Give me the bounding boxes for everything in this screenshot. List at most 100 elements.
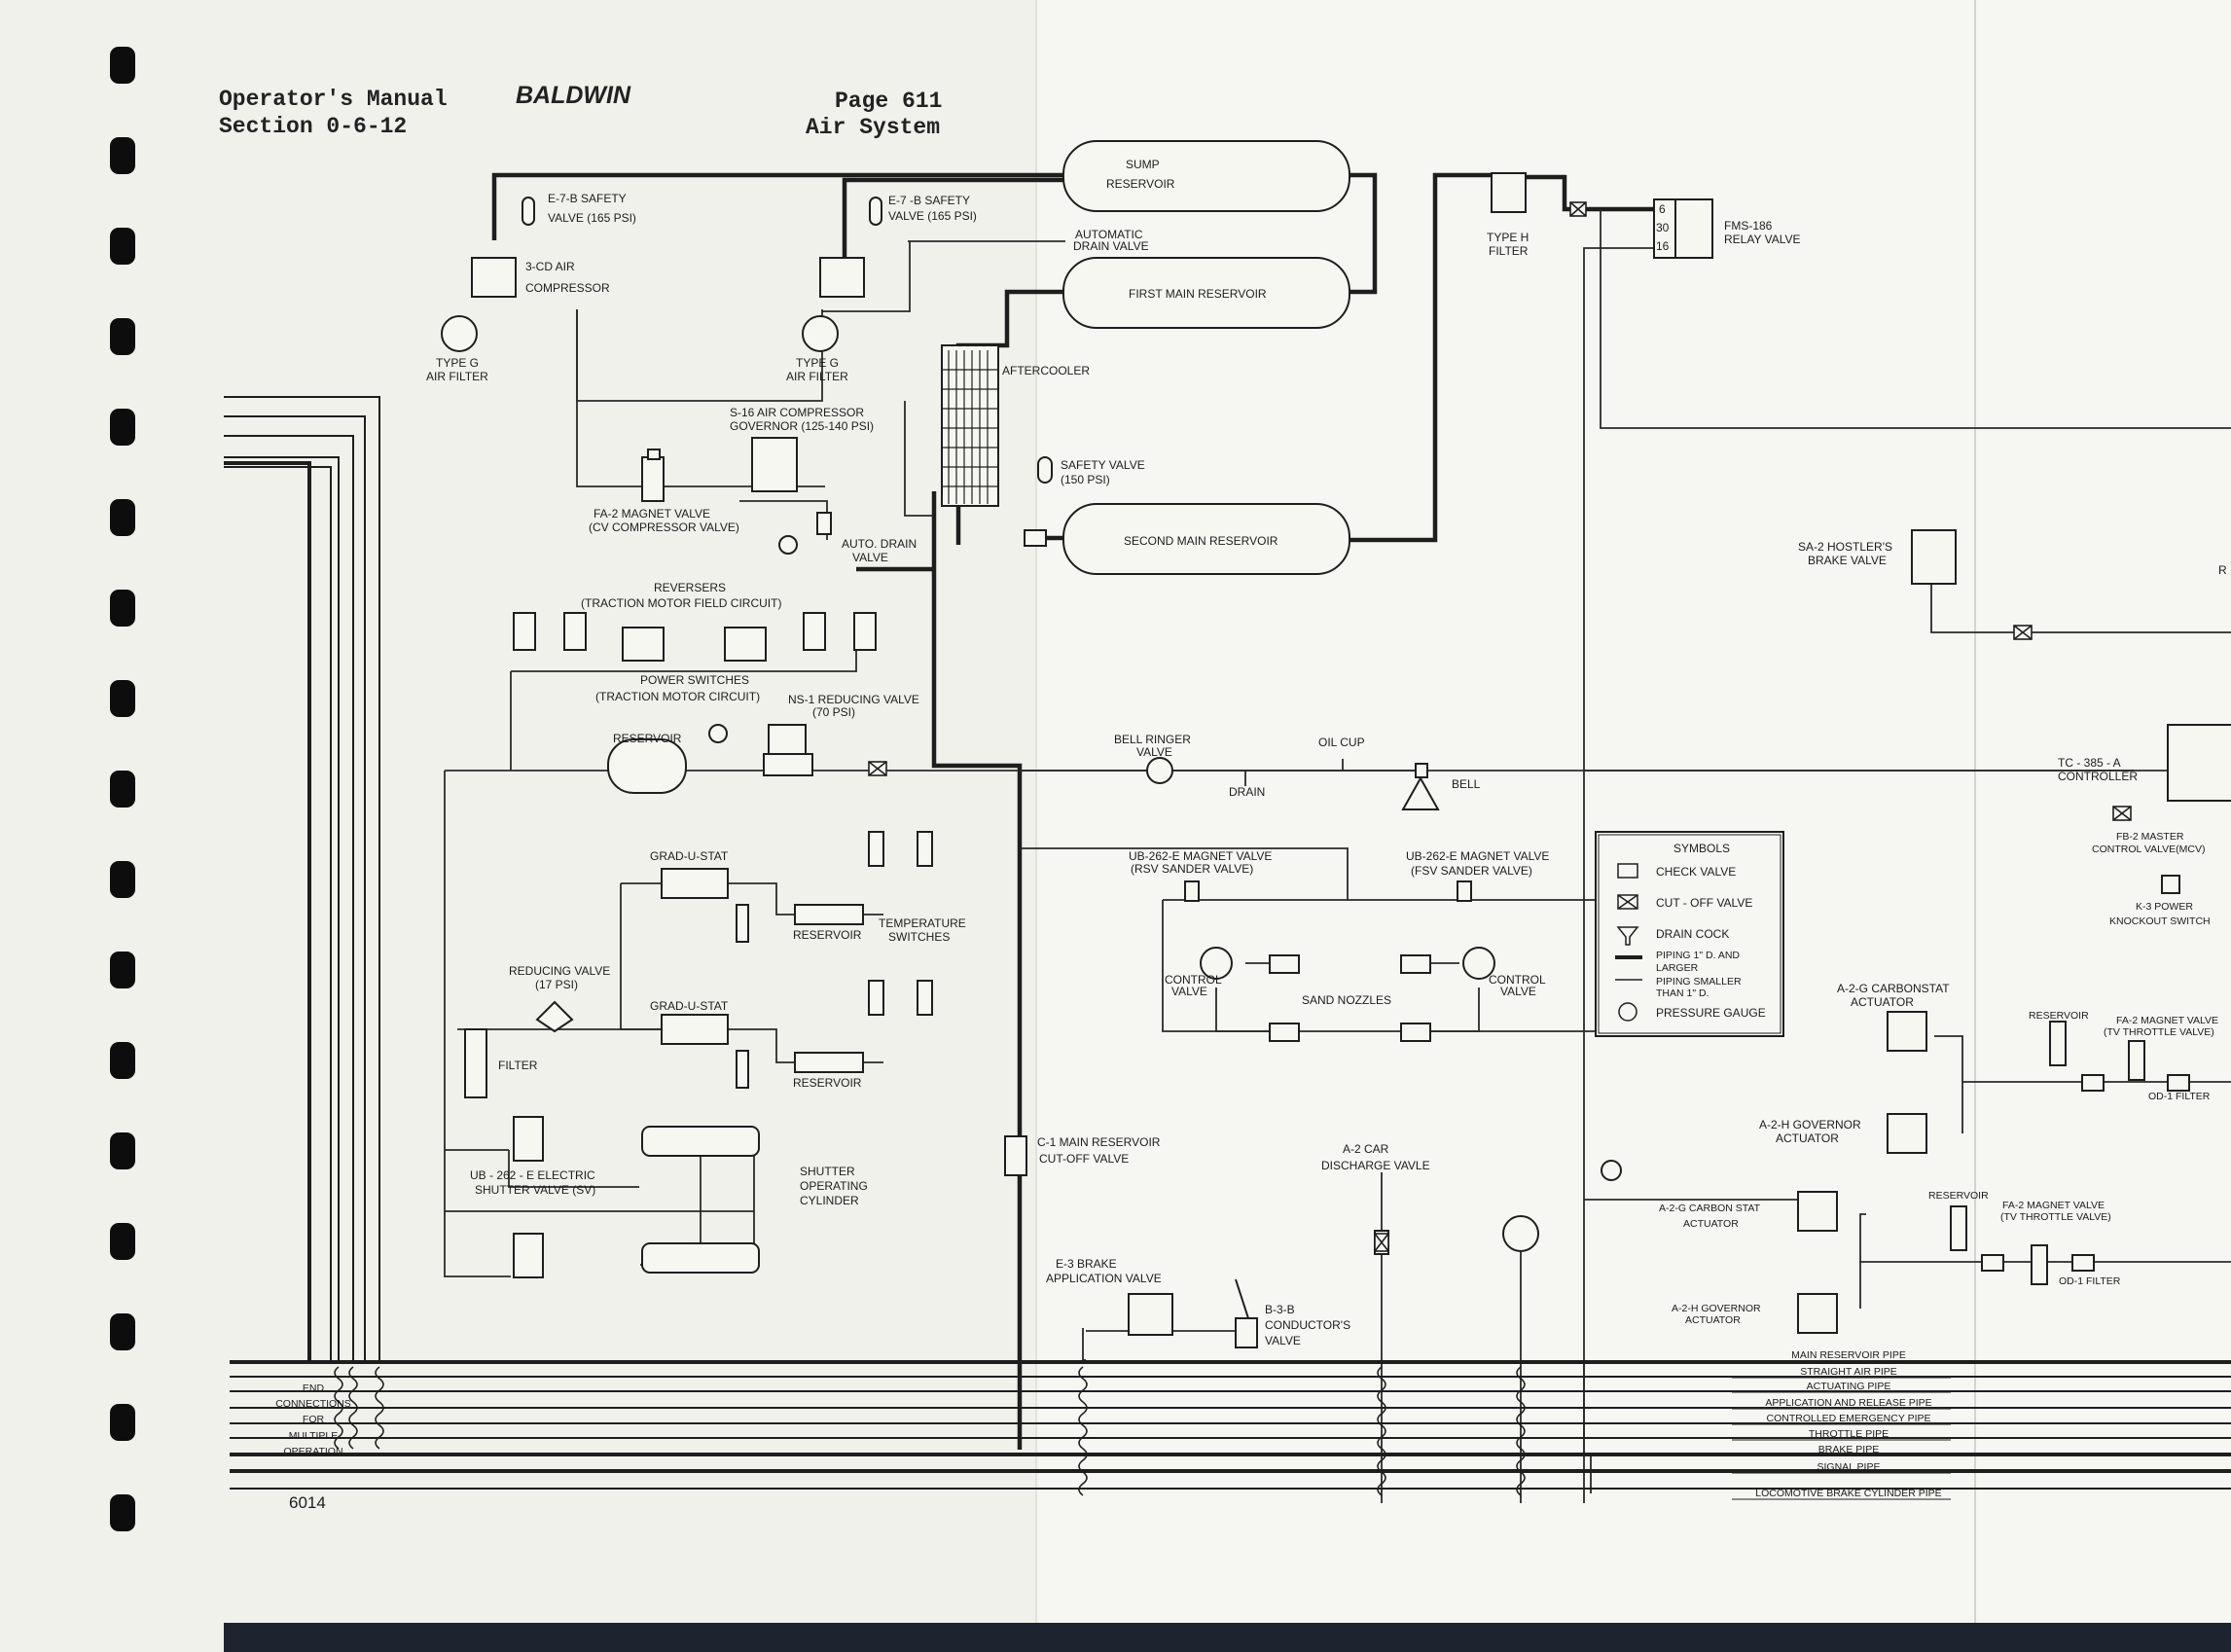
hose-squiggles: [334, 1366, 1526, 1496]
end-connection-word: CONNECTIONS: [275, 1398, 351, 1410]
label-ub262-rsv-1: UB-262-E MAGNET VALVE: [1129, 849, 1272, 863]
label-fb2-1: FB-2 MASTER: [2116, 831, 2184, 843]
label-fa2-tv-1: FA-2 MAGNET VALVE: [2116, 1015, 2218, 1026]
label-drain: DRAIN: [1229, 785, 1265, 799]
label-first-main: FIRST MAIN RESERVOIR: [1129, 287, 1267, 301]
label-aftercooler: AFTERCOOLER: [1002, 364, 1090, 377]
label-auto-drain-b-1: AUTO. DRAIN: [842, 537, 917, 551]
pipe-name: BRAKE PIPE: [1818, 1444, 1879, 1455]
label-reversers-1: REVERSERS: [654, 581, 726, 594]
label-a2g-b-2: ACTUATOR: [1683, 1218, 1739, 1230]
label-compressor-1: 3-CD AIR: [525, 260, 575, 273]
label-tc-1: TC - 385 - A: [2058, 756, 2121, 770]
label-r-cut: R: [2218, 563, 2227, 577]
label-relay-num-30: 30: [1656, 221, 1670, 234]
label-res-gus-1: RESERVOIR: [793, 928, 862, 942]
heavy-piping: [491, 172, 1654, 1450]
label-tc-2: CONTROLLER: [2058, 770, 2138, 783]
label-control-l-1: CONTROL: [1165, 973, 1222, 987]
label-auto-drain-1: AUTOMATIC: [1075, 228, 1143, 241]
label-temp-sw-2: SWITCHES: [888, 930, 950, 944]
label-governor-1: S-16 AIR COMPRESSOR: [730, 406, 864, 419]
binder-hole: [110, 861, 135, 898]
end-connection-lines: [224, 396, 380, 1362]
pipe-name: STRAIGHT AIR PIPE: [1800, 1366, 1897, 1378]
label-res-gus-2: RESERVOIR: [793, 1076, 862, 1090]
label-reservoir-left: RESERVOIR: [613, 732, 682, 745]
label-shutter-2: OPERATING: [800, 1179, 868, 1193]
label-sym-check: CHECK VALVE: [1656, 865, 1736, 879]
label-power-sw-2: (TRACTION MOTOR CIRCUIT): [595, 690, 760, 703]
binder-hole: [110, 47, 135, 84]
label-control-r-2: VALVE: [1500, 985, 1536, 998]
binder-hole: [110, 590, 135, 627]
label-sand-nozzles: SAND NOZZLES: [1302, 993, 1391, 1007]
label-gus-1: GRAD-U-STAT: [650, 849, 729, 863]
label-relay-num-16: 16: [1656, 239, 1670, 253]
label-sym-cutoff: CUT - OFF VALVE: [1656, 896, 1752, 910]
label-filter: FILTER: [498, 1059, 538, 1072]
manual-title: Operator's Manual: [219, 87, 448, 112]
binder-hole: [110, 1313, 135, 1350]
label-relay-num-6: 6: [1659, 202, 1666, 216]
label-b3b-1: B-3-B: [1265, 1303, 1295, 1316]
label-k3-2: KNOCKOUT SWITCH: [2109, 916, 2211, 927]
binder-hole: [110, 952, 135, 988]
binder-hole: [110, 318, 135, 355]
label-e7b-right-1: E-7 -B SAFETY: [888, 194, 970, 207]
label-shutter-1: SHUTTER: [800, 1165, 855, 1178]
label-filter-right-2: AIR FILTER: [786, 370, 848, 383]
label-e3-2: APPLICATION VALVE: [1046, 1272, 1162, 1285]
end-connection-word: OPERATION: [283, 1446, 342, 1457]
pipe-name: ACTUATING PIPE: [1807, 1381, 1891, 1392]
label-a2-1: A-2 CAR: [1343, 1142, 1389, 1156]
label-oil-cup: OIL CUP: [1318, 736, 1365, 749]
label-ub262-fsv-1: UB-262-E MAGNET VALVE: [1406, 849, 1549, 863]
label-filter-left-1: TYPE G: [436, 356, 479, 370]
label-a2g-1: A-2-G CARBONSTAT: [1837, 982, 1950, 995]
cut-off-valves: [868, 201, 2132, 1252]
label-fa2-1: FA-2 MAGNET VALVE: [594, 507, 710, 521]
label-gus-2: GRAD-U-STAT: [650, 999, 729, 1013]
label-a2h-1: A-2-H GOVERNOR: [1759, 1118, 1861, 1131]
label-sump-1: SUMP: [1126, 158, 1160, 171]
label-auto-drain-2: DRAIN VALVE: [1073, 239, 1149, 253]
label-od1-2: OD-1 FILTER: [2059, 1275, 2121, 1287]
label-e3-1: E-3 BRAKE: [1056, 1257, 1117, 1271]
label-fms-1: FMS-186: [1724, 219, 1773, 233]
label-res-r-2: RESERVOIR: [1928, 1190, 1989, 1202]
binder-hole: [110, 499, 135, 536]
pipe-name: THROTTLE PIPE: [1809, 1428, 1889, 1440]
label-control-r-1: CONTROL: [1489, 973, 1546, 987]
binder-hole: [110, 409, 135, 446]
pipe-name: LOCOMOTIVE BRAKE CYLINDER PIPE: [1755, 1488, 1941, 1499]
binder-hole: [110, 137, 135, 174]
binder-hole: [110, 680, 135, 717]
page-number: Page 611: [835, 89, 942, 114]
component-labels: E-7-B SAFETY VALVE (165 PSI) E-7 -B SAFETY…: [426, 158, 2227, 1347]
label-bell-ringer-2: VALVE: [1136, 745, 1172, 759]
pipe-name: CONTROLLED EMERGENCY PIPE: [1766, 1413, 1930, 1424]
symbols-legend: [1595, 831, 1784, 1037]
label-ub262-fsv-2: (FSV SANDER VALVE): [1411, 864, 1532, 878]
label-ub262-sv-1: UB - 262 - E ELECTRIC: [470, 1168, 595, 1182]
label-control-l-2: VALVE: [1171, 985, 1207, 998]
label-shutter-3: CYLINDER: [800, 1194, 859, 1207]
label-safety-150-1: SAFETY VALVE: [1061, 458, 1145, 472]
label-sym-pipe-s-2: THAN 1" D.: [1656, 988, 1709, 999]
label-a2g-2: ACTUATOR: [1851, 995, 1914, 1009]
end-connection-word: END: [303, 1383, 325, 1394]
label-compressor-2: COMPRESSOR: [525, 281, 610, 295]
label-e7b-right-2: VALVE (165 PSI): [888, 209, 977, 223]
pipe-name: SIGNAL PIPE: [1817, 1461, 1881, 1473]
label-reversers-2: (TRACTION MOTOR FIELD CIRCUIT): [581, 596, 781, 610]
label-fms-2: RELAY VALVE: [1724, 233, 1801, 246]
train-lines: [230, 1360, 2231, 1490]
label-e7b-left-2: VALVE (165 PSI): [548, 211, 636, 225]
label-e7b-left-1: E-7-B SAFETY: [548, 192, 627, 205]
label-auto-drain-b-2: VALVE: [852, 551, 888, 564]
label-fa2-tv-b-2: (TV THROTTLE VALVE): [2000, 1211, 2111, 1223]
